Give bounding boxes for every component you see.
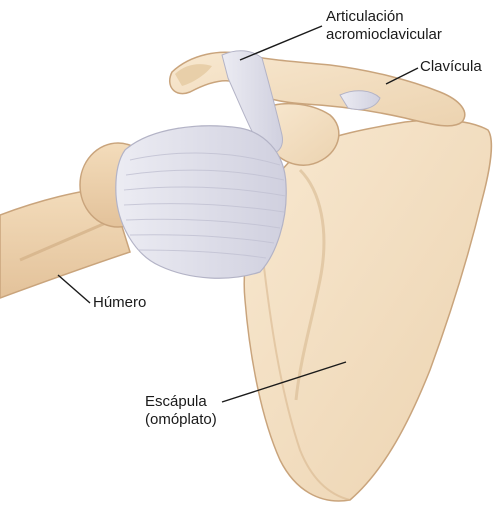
leader-acromioclavicular — [240, 26, 322, 60]
leader-humerus — [58, 275, 90, 303]
label-scapula-line2: (omóplato) — [145, 411, 217, 429]
label-acromioclavicular-joint: Articulación acromioclavicular — [326, 8, 442, 44]
label-scapula: Escápula (omóplato) — [145, 393, 217, 429]
label-acromioclavicular-line2: acromioclavicular — [326, 26, 442, 44]
label-humerus: Húmero — [93, 294, 146, 312]
label-clavicle: Clavícula — [420, 58, 482, 76]
label-acromioclavicular-line1: Articulación — [326, 8, 442, 26]
joint-capsule — [116, 126, 286, 278]
label-scapula-line1: Escápula — [145, 393, 217, 411]
